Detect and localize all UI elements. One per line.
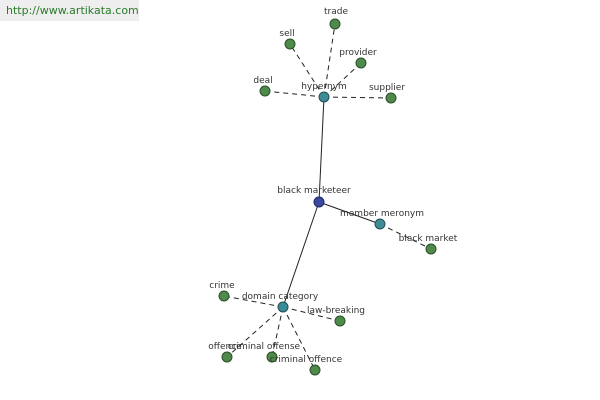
label-member-meronym[interactable]: member meronym	[340, 209, 424, 219]
label-provider[interactable]: provider	[339, 48, 377, 58]
node-criminal-offense[interactable]	[266, 351, 278, 363]
label-deal[interactable]: deal	[253, 76, 272, 86]
label-trade[interactable]: trade	[324, 7, 348, 17]
node-offence[interactable]	[221, 351, 233, 363]
edge-center-member-meronym	[318, 201, 381, 225]
edge-member-meronym-black-market	[379, 223, 432, 250]
node-center[interactable]	[313, 196, 325, 208]
node-member-meronym[interactable]	[374, 218, 386, 230]
edge-hypernym-supplier	[323, 96, 392, 99]
node-crime[interactable]	[218, 290, 230, 302]
label-supplier[interactable]: supplier	[369, 83, 405, 93]
label-hypernym[interactable]: hypernym	[301, 82, 347, 92]
edge-hypernym-sell	[289, 43, 325, 98]
label-criminal-offence[interactable]: criminal offence	[270, 355, 343, 365]
label-offence[interactable]: offence	[208, 342, 242, 352]
edge-center-domain-category	[282, 201, 320, 308]
label-law-breaking[interactable]: law-breaking	[307, 306, 365, 316]
edge-hypernym-trade	[323, 23, 336, 98]
node-criminal-offence[interactable]	[309, 364, 321, 376]
node-hypernym[interactable]	[318, 91, 330, 103]
node-law-breaking[interactable]	[334, 315, 346, 327]
edge-domain-law-breaking	[282, 306, 341, 322]
edge-center-hypernym	[318, 96, 325, 203]
edge-domain-criminal-offence	[282, 306, 316, 371]
label-domain-category[interactable]: domain category	[242, 292, 319, 302]
site-url-watermark[interactable]: http://www.artikata.com	[0, 0, 139, 21]
label-sell[interactable]: sell	[279, 29, 294, 39]
node-black-market[interactable]	[425, 243, 437, 255]
node-trade[interactable]	[329, 18, 341, 30]
node-sell[interactable]	[284, 38, 296, 50]
label-black-market[interactable]: black market	[399, 234, 458, 244]
node-supplier[interactable]	[385, 92, 397, 104]
node-provider[interactable]	[355, 57, 367, 69]
node-domain-category[interactable]	[277, 301, 289, 313]
label-center[interactable]: black marketeer	[277, 186, 351, 196]
label-crime[interactable]: crime	[209, 281, 235, 291]
label-criminal-offense[interactable]: criminal offense	[228, 342, 301, 352]
edge-domain-crime	[223, 295, 284, 308]
edge-domain-offence	[226, 306, 284, 358]
edge-hypernym-deal	[264, 90, 325, 98]
node-deal[interactable]	[259, 85, 271, 97]
